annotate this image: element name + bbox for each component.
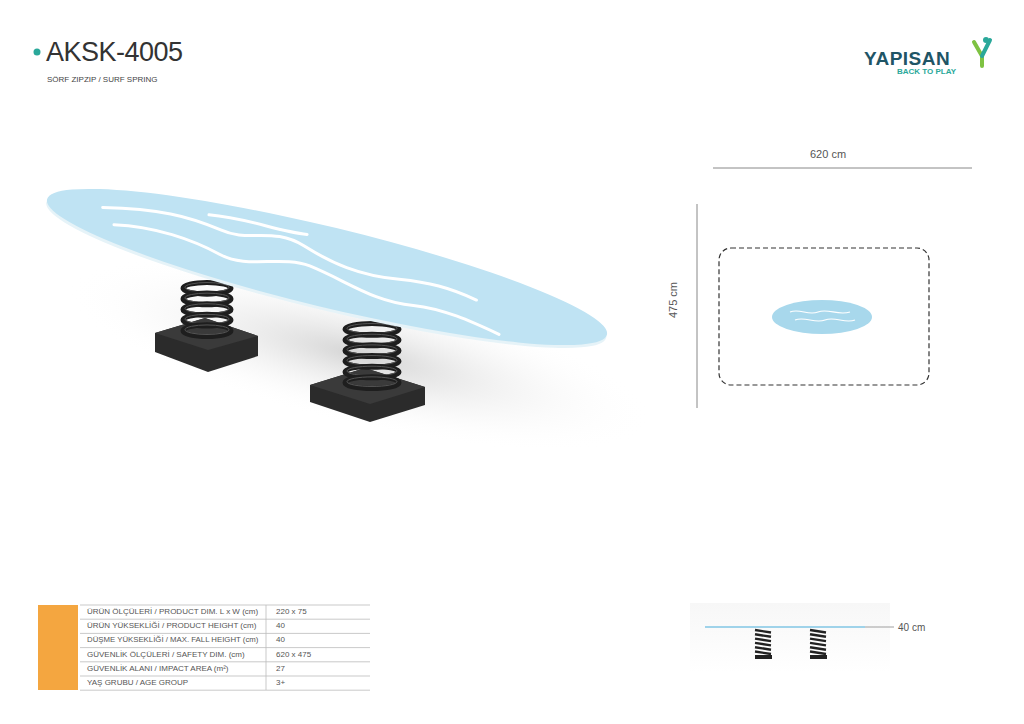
table-cell: 40 — [276, 636, 285, 645]
spring-bases — [155, 318, 425, 422]
table-cell: ÜRÜN ÖLÇÜLERİ / PRODUCT DIM. L x W (cm) — [87, 608, 258, 617]
dimension-label: 620 cm — [810, 148, 846, 160]
table-cell: 40 — [276, 622, 285, 631]
table-cell: 27 — [276, 665, 285, 674]
product-name: SÖRF ZIPZIP / SURF SPRING — [47, 76, 158, 85]
side-view — [690, 603, 894, 672]
table-cell: 620 x 475 — [276, 651, 311, 660]
table-cell: YAŞ GRUBU / AGE GROUP — [87, 679, 188, 688]
table-cell: GÜVENLİK ALANI / IMPACT AREA (m²) — [87, 665, 229, 674]
product-code: AKSK-4005 — [46, 38, 183, 68]
side-springs — [755, 630, 826, 654]
dimension-label: 40 cm — [898, 622, 925, 633]
spec-table — [38, 605, 370, 690]
logo-mark — [974, 37, 990, 66]
table-cell: 3+ — [276, 679, 285, 688]
dimension-label: 475 cm — [667, 282, 679, 318]
surf-board — [37, 160, 616, 376]
table-cell: DÜŞME YÜKSEKLİĞİ / MAX. FALL HEIGHT (cm) — [87, 636, 258, 645]
title-bullet — [34, 49, 41, 56]
brand-name: YAPISAN — [864, 49, 950, 70]
plan-view — [697, 168, 972, 408]
table-cell: ÜRÜN YÜKSEKLİĞİ / PRODUCT HEIGHT (cm) — [87, 622, 256, 631]
brand-slogan: BACK TO PLAY — [897, 68, 956, 77]
table-cell: 220 x 75 — [276, 608, 307, 617]
table-cell: GÜVENLİK ÖLÇÜLERİ / SAFETY DIM. (cm) — [87, 651, 245, 660]
